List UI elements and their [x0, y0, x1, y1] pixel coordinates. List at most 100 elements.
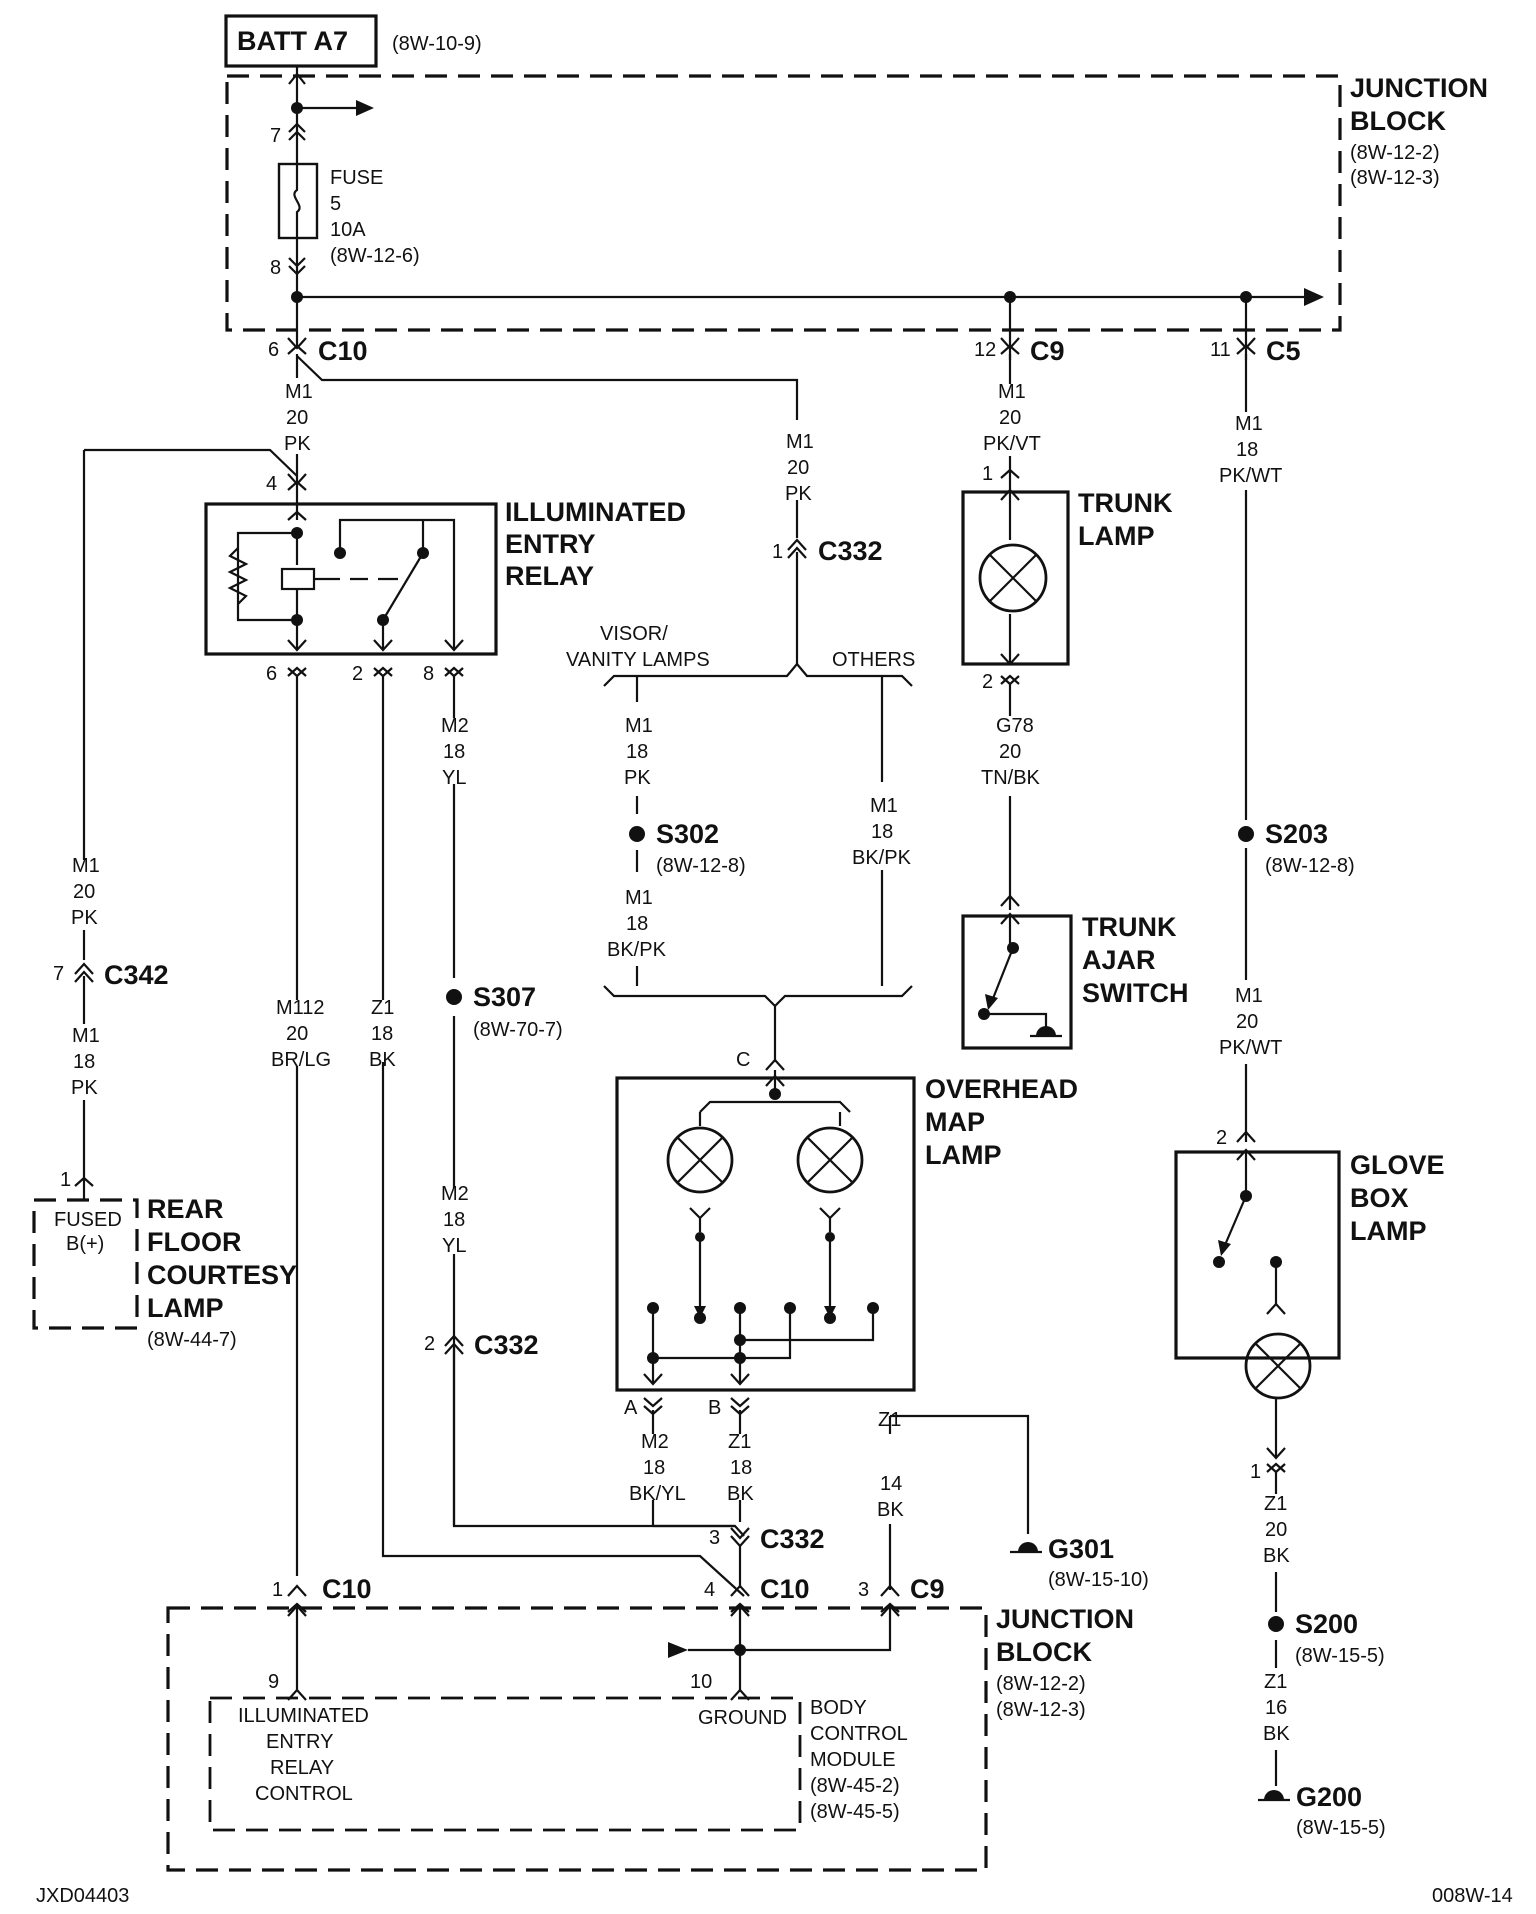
fuse-5: FUSE 5 10A (8W-12-6): [277, 162, 420, 267]
s200-ref: (8W-15-5): [1295, 1645, 1385, 1667]
wire-label: PK/WT: [1219, 465, 1282, 487]
overhead-pin-b: B: [708, 1397, 721, 1419]
rear-floor-pin: 1: [60, 1169, 71, 1191]
wire-label: BK/YL: [629, 1483, 686, 1505]
connector-c9-bottom: 3 C9: [740, 1574, 945, 1652]
bcm-pin-10: 10: [690, 1671, 712, 1693]
fuse-ref: (8W-12-6): [330, 245, 420, 267]
wire-label: 20: [999, 741, 1021, 763]
wire-label: YL: [442, 767, 466, 789]
batt-feed: 7: [270, 66, 374, 164]
wire-label: G78: [996, 715, 1034, 737]
wire-g301: Z1 14 BK G301 (8W-15-10): [877, 1409, 1149, 1591]
wire-label: PK/VT: [983, 433, 1041, 455]
wire-label: Z1: [371, 997, 394, 1019]
wire-label: Z1: [728, 1431, 751, 1453]
wire-label: M2: [641, 1431, 669, 1453]
wire-label: 20: [1265, 1519, 1287, 1541]
s203-ref: (8W-12-8): [1265, 855, 1355, 877]
glove-box-lamp: 2 GLOVE BOX LAMP: [1174, 1127, 1445, 1460]
wire-label: TN/BK: [981, 767, 1041, 789]
relay-pin-2: 2: [352, 663, 363, 685]
trunk-ajar-title-1: TRUNK: [1082, 912, 1177, 942]
trunk-lamp-pin-1: 1: [982, 463, 993, 485]
wire-label: BK: [1263, 1545, 1290, 1567]
glove-title-2: BOX: [1350, 1183, 1409, 1213]
bcm-relay-control-3: RELAY: [270, 1757, 334, 1779]
wire-label: 18: [1236, 439, 1258, 461]
bcm-relay-control-2: ENTRY: [266, 1731, 333, 1753]
rear-floor-title-3: COURTESY: [147, 1260, 297, 1290]
wire-label: M1: [625, 887, 653, 909]
branch-bottom: [603, 985, 913, 1062]
s203-name: S203: [1265, 819, 1328, 849]
c342-pin: 7: [53, 963, 64, 985]
s302-ref: (8W-12-8): [656, 855, 746, 877]
wire-label: M112: [276, 997, 325, 1019]
footer-left: JXD04403: [36, 1885, 129, 1907]
wire-label: PK/WT: [1219, 1037, 1282, 1059]
wire-label: Z1: [878, 1409, 901, 1431]
relay-pin-in: 4: [266, 473, 277, 495]
splice-s302: S302 (8W-12-8): [629, 819, 746, 877]
jb-bottom-title-2: BLOCK: [996, 1637, 1092, 1667]
bcm-relay-control-4: CONTROL: [255, 1783, 353, 1805]
wire-label: 18: [443, 1209, 465, 1231]
relay-title-1: ILLUMINATED: [505, 497, 686, 527]
jb-top-ref-2: (8W-12-3): [1350, 167, 1440, 189]
bcm-title-2: CONTROL: [810, 1723, 908, 1745]
wire-label: 18: [626, 913, 648, 935]
bcm-relay-control-1: ILLUMINATED: [238, 1705, 369, 1727]
relay-title-3: RELAY: [505, 561, 594, 591]
wire-label: M2: [441, 715, 469, 737]
wire-label: 20: [286, 407, 308, 429]
overhead-pin-c: C: [736, 1049, 750, 1071]
connector-c5-top: 11 C5: [1210, 336, 1301, 366]
wire-glove-box: M1 18 PK/WT S203 (8W-12-8) M1 20 PK/WT: [1219, 354, 1355, 1142]
wire-label: Z1: [1264, 1493, 1287, 1515]
bcm-ref-1: (8W-45-2): [810, 1775, 900, 1797]
relay-pin-6: 6: [266, 663, 277, 685]
wire-label: M1: [998, 381, 1026, 403]
wire-label: Z1: [1264, 1671, 1287, 1693]
trunk-ajar-title-2: AJAR: [1082, 945, 1156, 975]
c342-name: C342: [104, 960, 169, 990]
glove-title-3: LAMP: [1350, 1216, 1427, 1246]
wire-glove-ground: 1 Z1 20 BK S200 (8W-15-5) Z1 16 BK G200 …: [1250, 1461, 1386, 1839]
wire-label: M1: [1235, 413, 1263, 435]
c10-b1-name: C10: [322, 1574, 372, 1604]
g301-ref: (8W-15-10): [1048, 1569, 1149, 1591]
wire-label: PK: [284, 433, 311, 455]
rear-floor-title-2: FLOOR: [147, 1227, 242, 1257]
wire-label: BK/PK: [607, 939, 667, 961]
jb-bottom-ref-1: (8W-12-2): [996, 1673, 1086, 1695]
relay-outputs: 6 2 8: [266, 663, 745, 1597]
wire-label: 18: [73, 1051, 95, 1073]
wire-label: 20: [286, 1023, 308, 1045]
wire-label: 18: [443, 741, 465, 763]
fuse-pin-bottom: 8: [270, 257, 281, 279]
overhead-title-2: MAP: [925, 1107, 985, 1137]
jb-top-title-2: BLOCK: [1350, 106, 1446, 136]
overhead-outputs: A B: [624, 1397, 750, 1526]
jb-top-title-1: JUNCTION: [1350, 73, 1488, 103]
wire-label: 20: [999, 407, 1021, 429]
c332-c-name: C332: [760, 1524, 825, 1554]
illuminated-entry-relay: ILLUMINATED ENTRY RELAY: [204, 497, 686, 656]
branch-top: VISOR/ VANITY LAMPS OTHERS: [566, 623, 915, 782]
c10-b4-pin: 4: [704, 1579, 715, 1601]
c9-top-name: C9: [1030, 336, 1065, 366]
trunk-lamp-pin-2: 2: [982, 671, 993, 693]
c10-top-pin: 6: [268, 339, 279, 361]
wire-label: PK: [71, 907, 98, 929]
branch-visor-2: VANITY LAMPS: [566, 649, 710, 671]
bcm-ground: GROUND: [698, 1707, 787, 1729]
g200-name: G200: [1296, 1782, 1362, 1812]
fuse-output: 8: [270, 238, 1324, 360]
glove-pin-2: 2: [1216, 1127, 1227, 1149]
relay-input: 4: [82, 448, 307, 860]
c9-b-name: C9: [910, 1574, 945, 1604]
wire-label: BK: [727, 1483, 754, 1505]
overhead-pin-a: A: [624, 1397, 638, 1419]
c10-b4-name: C10: [760, 1574, 810, 1604]
